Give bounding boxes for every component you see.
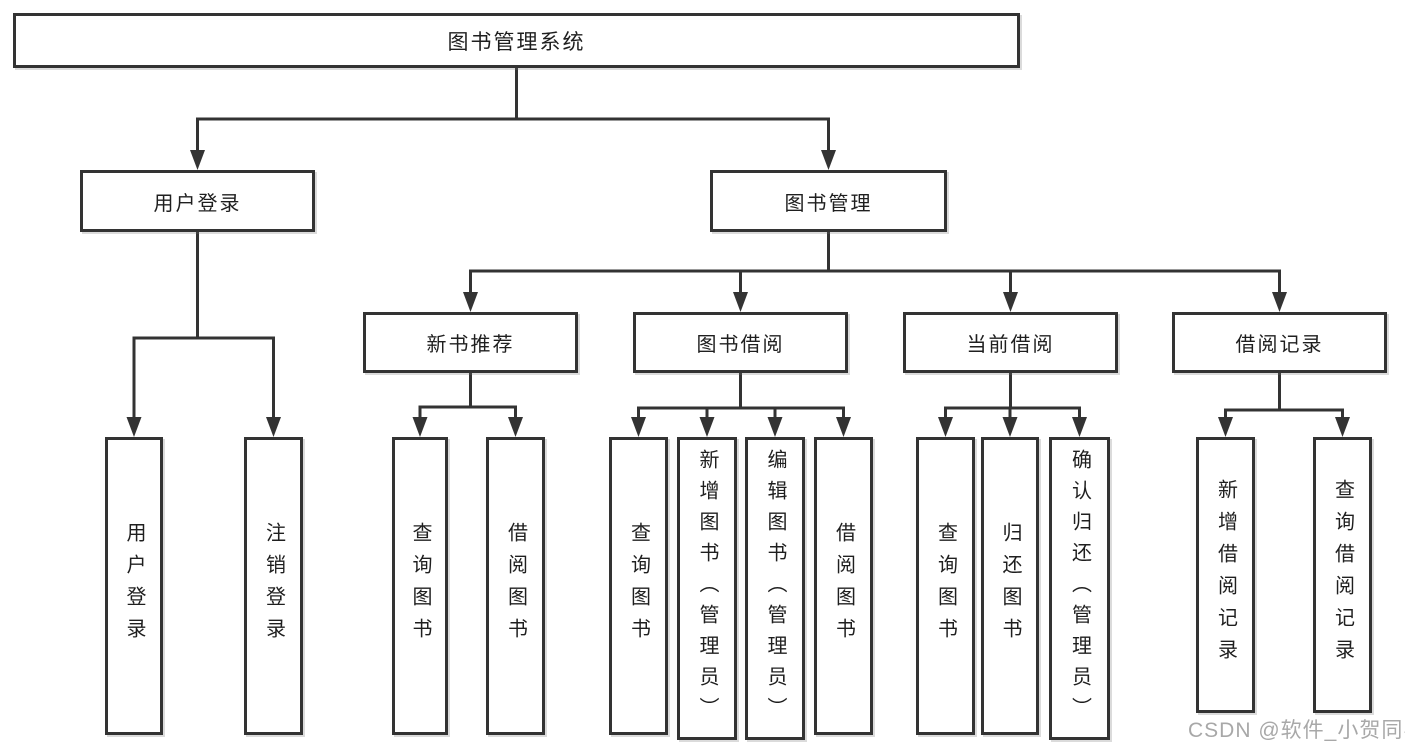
node-b-borrow: 借阅图书 bbox=[814, 437, 873, 735]
node-mgmt: 图书管理 bbox=[710, 170, 947, 232]
node-rec-query: 查询图书 bbox=[392, 437, 448, 735]
arrowhead-icon bbox=[938, 417, 953, 437]
node-rec-query-label: 查询图书 bbox=[409, 522, 431, 650]
arrowhead-icon bbox=[1072, 417, 1087, 437]
arrowhead-icon bbox=[836, 417, 851, 437]
node-c-confirm-label: 确认归还（管理员） bbox=[1068, 449, 1091, 728]
node-rec-label: 新书推荐 bbox=[426, 334, 515, 356]
node-c-query: 查询图书 bbox=[916, 437, 975, 735]
arrowhead-icon bbox=[508, 417, 523, 437]
node-root-label: 图书管理系统 bbox=[447, 30, 586, 54]
arrowhead-icon bbox=[1003, 292, 1018, 312]
arrowhead-icon bbox=[463, 292, 478, 312]
arrowhead-icon bbox=[1218, 417, 1233, 437]
node-root: 图书管理系统 bbox=[13, 13, 1020, 68]
arrowhead-icon bbox=[412, 417, 428, 437]
node-borrow: 图书借阅 bbox=[633, 312, 848, 373]
node-r-add-label: 新增借阅记录 bbox=[1214, 479, 1237, 671]
node-rec-borrow-label: 借阅图书 bbox=[504, 522, 527, 650]
node-mgmt-label: 图书管理 bbox=[784, 192, 873, 215]
node-b-borrow-label: 借阅图书 bbox=[832, 522, 855, 650]
node-b-add-label: 新增图书（管理员） bbox=[696, 449, 718, 728]
node-records-label: 借阅记录 bbox=[1235, 334, 1324, 356]
arrowhead-icon bbox=[190, 150, 205, 170]
arrowhead-icon bbox=[631, 417, 646, 437]
arrowhead-icon bbox=[733, 292, 748, 312]
node-leaf-login-label: 用户登录 bbox=[123, 522, 145, 650]
node-b-add: 新增图书（管理员） bbox=[677, 437, 737, 740]
node-b-query: 查询图书 bbox=[609, 437, 668, 735]
node-leaf-logout: 注销登录 bbox=[244, 437, 303, 735]
node-r-query: 查询借阅记录 bbox=[1313, 437, 1372, 713]
arrowhead-icon bbox=[1272, 292, 1287, 312]
node-c-query-label: 查询图书 bbox=[934, 522, 957, 650]
node-records: 借阅记录 bbox=[1172, 312, 1387, 373]
node-r-add: 新增借阅记录 bbox=[1196, 437, 1255, 713]
watermark-text: CSDN @软件_小贺同学 bbox=[1188, 719, 1405, 742]
node-b-query-label: 查询图书 bbox=[627, 522, 650, 650]
arrowhead-icon bbox=[126, 417, 142, 437]
arrowhead-icon bbox=[821, 150, 836, 170]
arrowhead-icon bbox=[699, 417, 715, 437]
node-r-query-label: 查询借阅记录 bbox=[1331, 479, 1354, 671]
node-b-edit: 编辑图书（管理员） bbox=[745, 437, 805, 740]
node-login: 用户登录 bbox=[80, 170, 315, 232]
node-leaf-login: 用户登录 bbox=[105, 437, 163, 735]
node-c-confirm: 确认归还（管理员） bbox=[1049, 437, 1110, 740]
node-rec-borrow: 借阅图书 bbox=[486, 437, 545, 735]
node-c-return: 归还图书 bbox=[981, 437, 1039, 735]
node-leaf-logout-label: 注销登录 bbox=[262, 522, 285, 650]
node-borrow-label: 图书借阅 bbox=[696, 334, 785, 356]
node-current-label: 当前借阅 bbox=[966, 334, 1055, 356]
node-c-return-label: 归还图书 bbox=[999, 522, 1021, 650]
node-rec: 新书推荐 bbox=[363, 312, 578, 373]
arrowhead-icon bbox=[767, 417, 783, 437]
node-current: 当前借阅 bbox=[903, 312, 1118, 373]
node-login-label: 用户登录 bbox=[153, 192, 242, 215]
arrowhead-icon bbox=[266, 417, 281, 437]
arrowhead-icon bbox=[1002, 417, 1018, 437]
node-b-edit-label: 编辑图书（管理员） bbox=[764, 449, 786, 728]
arrowhead-icon bbox=[1335, 417, 1350, 437]
